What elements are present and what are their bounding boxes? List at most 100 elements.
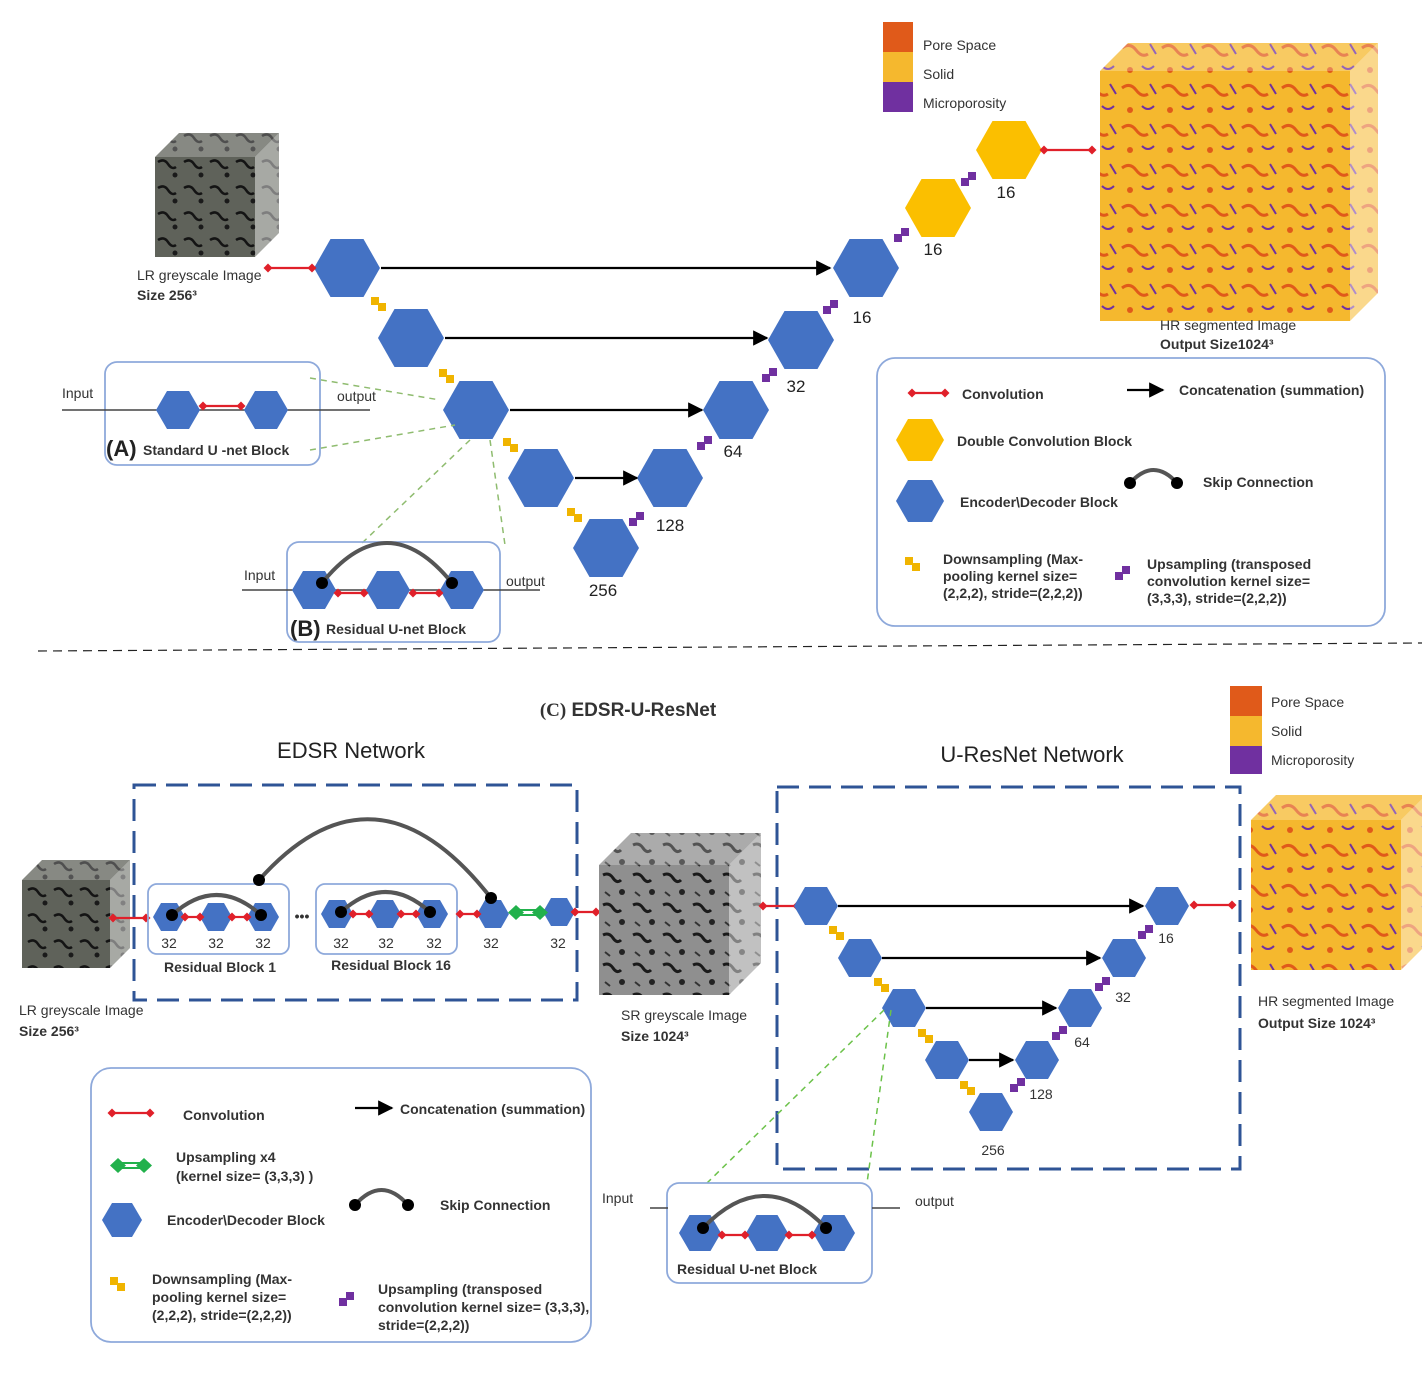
- bottom-legend-swatch-microporosity: [1230, 746, 1262, 774]
- edsr-number-8: 32: [550, 935, 566, 951]
- bottom-residual-skip-connection-dot-b: [820, 1222, 832, 1234]
- bottom-residual-skip-connection: [701, 1194, 828, 1230]
- uresnet-down-1-a: [829, 926, 837, 934]
- edsr-global-skip-connection-dot-b: [485, 892, 497, 904]
- uresnet-decoder-hex-1: [1015, 1041, 1059, 1079]
- top-key-up-label-2: convolution kernel size=: [1147, 573, 1310, 589]
- sr-size: Size 1024³: [621, 1028, 689, 1044]
- edsr-number-3: 32: [255, 935, 271, 951]
- block-a-hex-2: [244, 391, 288, 429]
- bottom-legend-swatch-pore-space: [1230, 686, 1262, 716]
- block-a-letter: (A): [106, 436, 137, 461]
- edsr-hex-2: [200, 903, 232, 931]
- bottom-residual-convolution-1-end-b: [740, 1230, 750, 1240]
- downsample-3-a: [503, 438, 511, 446]
- decoder-hex-2: [703, 381, 769, 439]
- bottom-key-convolution-symbol-end-b: [145, 1108, 155, 1118]
- downsample-2-b: [446, 375, 454, 383]
- uresnet-up-4-a: [1138, 931, 1146, 939]
- hr-output-label: HR segmented Image: [1160, 317, 1296, 333]
- bottom-key-upsample-end-b: [136, 1158, 152, 1173]
- bottom-key-up-symbol-b: [346, 1292, 354, 1300]
- uresnet-decoder-hex-2: [1058, 989, 1102, 1027]
- bottom-key-up-label-3: stride=(2,2,2)): [378, 1317, 469, 1333]
- top-output-convolution-end-a: [1039, 145, 1049, 155]
- edsr-global-skip-connection-dot-a: [253, 874, 265, 886]
- uresnet-up-3-a: [1095, 983, 1103, 991]
- uresnet-encoder-hex-3: [882, 989, 926, 1027]
- top-key-frame: [876, 357, 1386, 627]
- block-b-hex-2: [366, 571, 410, 609]
- bottom-key-up-label-1: Upsampling (transposed: [378, 1281, 542, 1297]
- decoder-number-128: 128: [656, 516, 684, 535]
- edsr-tail-convolution-end-b: [472, 909, 482, 919]
- legend-swatch-pore-space: [883, 22, 913, 52]
- uresnet-up-1-b: [1017, 1078, 1025, 1086]
- bottom-hr-size: Output Size 1024³: [1258, 1015, 1376, 1031]
- top-key-up-label-1: Upsampling (transposed: [1147, 556, 1311, 572]
- sr-cube-side: [729, 833, 761, 995]
- top-key-down-label-3: (2,2,2), stride=(2,2,2)): [943, 585, 1083, 601]
- zoom-line-top-4: [489, 439, 506, 546]
- lr-input-size: Size 256³: [137, 287, 197, 303]
- rb16-convolution-1-end-b: [364, 909, 374, 919]
- upsample-1-a: [629, 518, 637, 526]
- uresnet-network-frame: [775, 785, 1242, 1171]
- uresnet-up-2-a: [1052, 1032, 1060, 1040]
- uresnet-number-256: 256: [981, 1142, 1005, 1158]
- legend-label-solid: Solid: [923, 66, 954, 82]
- block-b-letter: (B): [290, 616, 321, 641]
- rb1-skip-connection: [170, 893, 263, 917]
- uresnet-encoder-hex-2: [838, 939, 882, 977]
- upsample-2-a: [697, 442, 705, 450]
- sr-label: SR greyscale Image: [621, 1007, 747, 1023]
- zoom-line-top-3: [359, 439, 471, 546]
- bottom-key-up-label-2: convolution kernel size= (3,3,3),: [378, 1299, 589, 1315]
- section-separator: [37, 642, 1422, 652]
- top-key-convolution-symbol-end-b: [940, 388, 950, 398]
- bottom-key-skip-label: Skip Connection: [440, 1197, 550, 1213]
- bottom-key-skip-symbol-dot-b: [402, 1199, 414, 1211]
- uresnet-down-1-b: [836, 932, 844, 940]
- bottom-key-encdec-label: Encoder\Decoder Block: [167, 1212, 325, 1228]
- lr-input-cube-top: [155, 133, 279, 157]
- bottom-lr-size: Size 256³: [19, 1023, 79, 1039]
- upsample-4-b: [830, 300, 838, 308]
- bottom-residual-hex-2: [746, 1215, 788, 1251]
- upsample-2-b: [704, 436, 712, 444]
- residual-block-1-frame: [147, 883, 290, 955]
- edsr-number-1: 32: [161, 935, 177, 951]
- upsample-5-b: [901, 228, 909, 236]
- edsr-hex-5: [369, 900, 401, 928]
- rb16-skip-connection: [339, 890, 432, 914]
- uresnet-down-2-a: [874, 978, 882, 986]
- top-key-skip-label: Skip Connection: [1203, 474, 1313, 490]
- bottom-key-skip-symbol-dot-a: [349, 1199, 361, 1211]
- bottom-residual-convolution-1-end-a: [717, 1230, 727, 1240]
- edsr-hex-8: [543, 898, 575, 926]
- decoder-hex-1: [637, 449, 703, 507]
- upsample-5-a: [894, 234, 902, 242]
- decoder-number-256: 256: [589, 581, 617, 600]
- uresnet-number-32: 32: [1115, 989, 1131, 1005]
- bottom-residual-skip-connection-dot-a: [697, 1222, 709, 1234]
- bottom-lr-cube-side: [110, 860, 130, 968]
- bottom-lr-label: LR greyscale Image: [19, 1002, 144, 1018]
- bottom-key-upsample-end-a: [110, 1158, 126, 1173]
- legend-label-microporosity: Microporosity: [923, 95, 1006, 111]
- top-key-convolution-symbol-end-a: [907, 388, 917, 398]
- uresnet-network-title: U-ResNet Network: [940, 742, 1124, 767]
- bottom-hr-cube-side: [1401, 799, 1422, 970]
- hr-output-cube-front: [1100, 71, 1350, 321]
- block-b-convolution-1-end-a: [333, 588, 343, 598]
- upsample-6-a: [961, 178, 969, 186]
- uresnet-up-1-a: [1010, 1084, 1018, 1092]
- bottom-key-up-symbol-a: [339, 1298, 347, 1306]
- uresnet-number-64: 64: [1074, 1034, 1090, 1050]
- top-key-encdec-symbol: [896, 480, 944, 522]
- edsr-upsample-end-b: [532, 905, 548, 920]
- uresnet-down-4-a: [960, 1081, 968, 1089]
- block-b-skip-connection-dot-a: [316, 577, 328, 589]
- top-key-skip-symbol-dot-a: [1124, 477, 1136, 489]
- bottom-legend-swatch-solid: [1230, 716, 1262, 746]
